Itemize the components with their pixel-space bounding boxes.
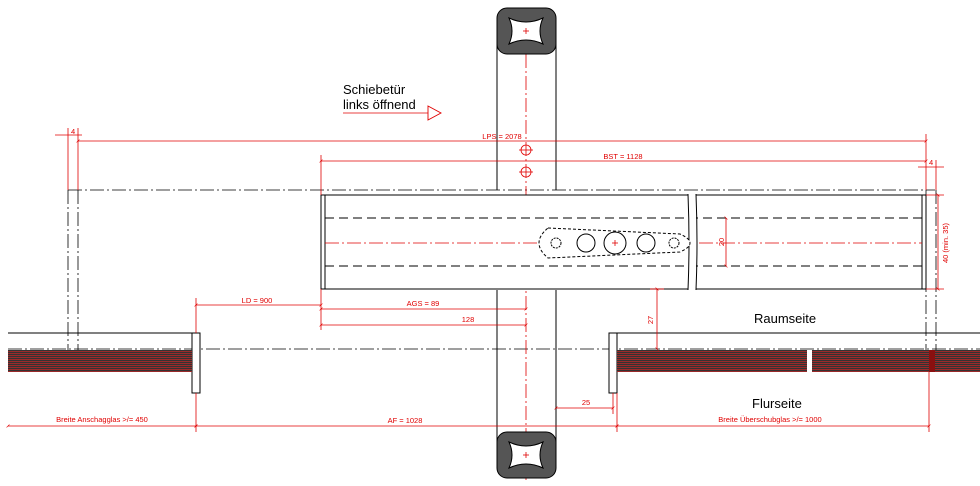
dim-lps-label: LPS = 2078: [482, 132, 521, 141]
handle-grip-bottom: [496, 431, 557, 479]
dim-25-label: 25: [582, 398, 590, 407]
glass-clamp-left: [191, 332, 201, 394]
dim-128-label: 128: [462, 315, 475, 324]
glass-pane-left: [8, 350, 192, 372]
dim-offset-top-left-label: 4: [71, 127, 75, 136]
handle-grip-top: [496, 7, 557, 55]
dim-25: 25: [554, 393, 615, 414]
dim-af-label: AF = 1028: [388, 416, 423, 425]
dim-offset-top-right: 4: [918, 158, 944, 190]
glass-clamp-right: [608, 332, 618, 394]
dim-bst-label: BST = 1128: [603, 152, 642, 161]
dim-ld: LD = 900: [194, 296, 323, 333]
door-type-label-line2: links öffnend: [343, 97, 416, 112]
lock-plate: [538, 227, 691, 259]
dim-128: 128: [319, 315, 528, 327]
glass-lines-upper: [8, 332, 980, 350]
dim-inner-20: 20: [717, 216, 728, 268]
dim-27-label: 27: [646, 316, 655, 324]
corridor-side-label: Flurseite: [752, 396, 802, 411]
dim-ags-label: AGS = 89: [407, 299, 440, 308]
dim-height-label: 40 (min. 35): [941, 222, 950, 263]
fastening-symbols: [519, 144, 533, 178]
dim-inner-20-label: 20: [717, 238, 726, 246]
door-type-label-line1: Schiebetür: [343, 82, 406, 97]
dim-breite-ueberschubglas: Breite Überschubglas >/= 1000: [615, 372, 931, 432]
dim-offset-top-right-label: 4: [929, 158, 933, 167]
dim-af: AF = 1028: [194, 393, 619, 432]
dim-breite-anschlagglas-label: Breite Anschagglas >/= 450: [56, 415, 148, 424]
glass-pane-right: [617, 350, 980, 372]
opening-direction-arrow-icon: [343, 105, 442, 121]
dim-height: 40 (min. 35): [926, 193, 950, 291]
dim-breite-ueberschubglas-label: Breite Überschubglas >/= 1000: [718, 415, 821, 424]
room-side-label: Raumseite: [754, 311, 816, 326]
dim-ags: AGS = 89: [319, 289, 528, 330]
dim-bst: BST = 1128: [319, 152, 928, 195]
dim-ld-label: LD = 900: [242, 296, 273, 305]
dim-27: 27: [646, 287, 664, 351]
dim-offset-top-left: 4: [55, 127, 82, 190]
dim-breite-anschlagglas: Breite Anschagglas >/= 450: [6, 393, 198, 432]
